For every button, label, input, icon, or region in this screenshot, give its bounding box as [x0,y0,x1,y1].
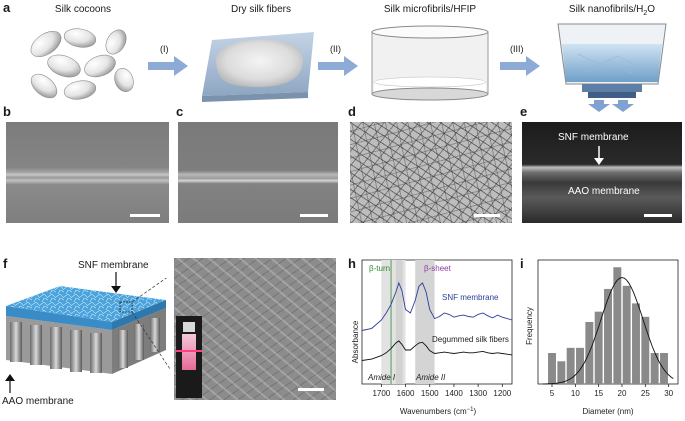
histogram-bar [660,353,668,384]
step-2-label: (II) [330,44,341,54]
series-line-degummed-silk-fibers [361,340,513,361]
band-beta-sheet-label: β-sheet [424,264,452,273]
laser-line [176,350,202,352]
scale-bar [300,214,328,217]
aao-membrane-label: AAO membrane [2,396,74,407]
histogram-bar [604,288,612,384]
vial-liquid [182,334,196,370]
panel-c-label: c [176,104,184,119]
sem-image-e: SNF membrane AAO membrane [522,122,682,223]
dry-silk-fibers-illustration [202,32,314,102]
amide-ii-band [415,260,435,384]
panel-a-label: a [3,0,11,15]
gaussian-fit-line [542,277,674,385]
membrane-schematic [6,278,170,374]
amide-ii-label: Amide II [415,373,446,382]
histogram-bar [613,267,622,384]
caption-silk-nanofibrils: Silk nanofibrils/H2O [568,4,656,17]
histogram-bar [557,361,566,384]
step-3-label: (III) [510,44,524,54]
petri-dish-illustration [371,25,489,101]
x-tick-label: 1700 [372,389,390,398]
x-tick-label: 1300 [469,389,487,398]
diameter-histogram: Frequency 5 10 15 20 25 30 Diameter (nm) [525,259,679,416]
filtration-beaker-illustration [557,23,667,112]
histogram-bar [548,353,556,384]
arrow-up-icon [5,374,15,393]
x-tick-label: 20 [618,389,627,398]
ftir-chart: Absorbance 1700 1600 1500 1400 1300 1200 β-tu… [351,259,513,416]
x-tick-label: 1500 [421,389,439,398]
panel-e-label: e [520,104,528,119]
arrow-right-icon [500,56,540,76]
panel-i-label: i [520,256,524,271]
scale-bar [644,214,672,217]
amide-i-label: Amide I [367,373,396,382]
histogram-bar [650,353,659,384]
scale-bar [474,214,500,217]
step-1-label: (I) [160,44,169,54]
sem-image-b [6,122,169,223]
panel-b-label: b [3,104,11,119]
arrow-right-icon [318,56,358,76]
plot-frame [361,259,513,385]
beta-sheet-band [395,260,403,384]
scale-bar [298,388,324,391]
x-tick-label: 25 [641,389,650,398]
arrow-down-icon [594,146,604,165]
histogram-bar [594,311,603,384]
histogram-bar [641,316,650,384]
caption-silk-microfibrils: Silk microfibrils/HFIP [383,4,477,15]
histogram-bar [576,347,584,384]
aao-membrane-label: AAO membrane [568,186,640,197]
arrow-right-icon [148,56,188,76]
panel-h-label: h [348,256,356,271]
scale-bar [130,214,160,217]
x-tick-label: 5 [550,389,555,398]
series-snf-label: SNF membrane [442,293,499,302]
series-degummed-label: Degummed silk fibers [432,335,509,344]
sem-image-g [174,258,336,400]
y-axis-label: Frequency [525,307,534,345]
vial-photo [176,316,202,398]
y-axis-label: Absorbance [351,320,360,363]
panel-d-label: d [348,104,356,119]
vial-cap [183,322,195,332]
histogram-bar [566,347,575,384]
caption-dry-silk-fibers: Dry silk fibers [230,4,291,15]
panel-f-label: f [3,256,8,271]
x-axis-label: Wavenumbers (cm−1) [400,407,477,416]
sem-image-c [178,122,338,223]
histogram-bar [632,303,640,384]
band-beta-turn-label: β-turn [369,264,390,273]
series-line-snf-membrane [361,281,513,331]
caption-silk-cocoons: Silk cocoons [54,4,112,15]
tem-image-d [350,122,512,223]
x-tick-label: 30 [664,389,673,398]
x-tick-label: 15 [594,389,603,398]
snf-membrane-label: SNF membrane [558,132,629,143]
x-tick-label: 10 [571,389,580,398]
x-tick-label: 1400 [445,389,463,398]
x-tick-label: 1200 [493,389,511,398]
silk-cocoons-illustration [30,28,134,100]
x-axis-label: Diameter (nm) [582,407,633,416]
arrow-down-icon [111,272,121,293]
snf-membrane-label: SNF membrane [78,260,149,271]
histogram-bar [622,285,631,384]
x-tick-label: 1600 [397,389,415,398]
